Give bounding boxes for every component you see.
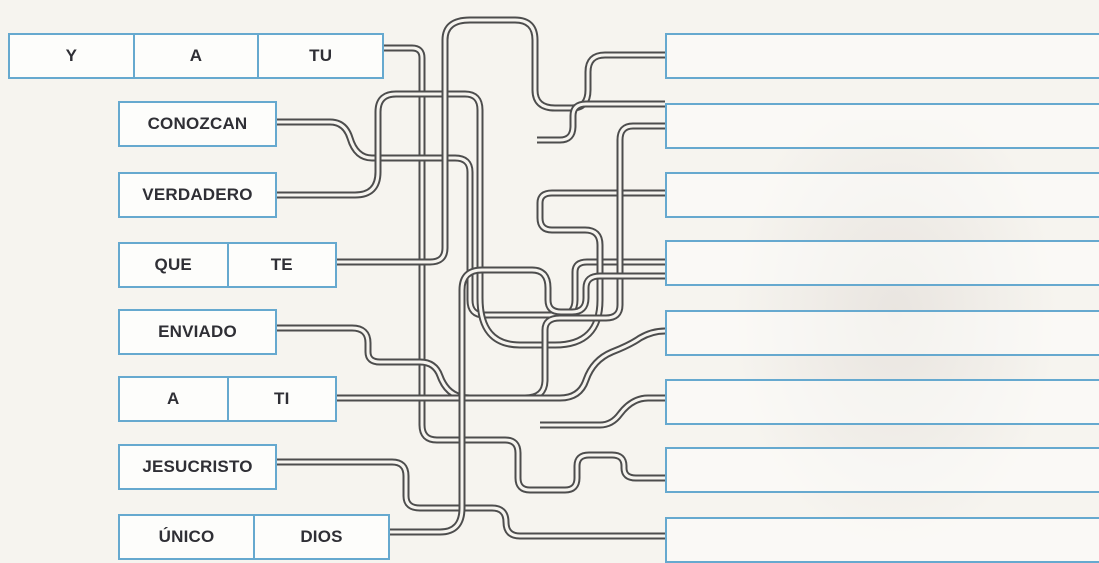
word-cell: VERDADERO [120, 174, 275, 216]
word-box-row-8: ÚNICO DIOS [118, 514, 390, 560]
answer-line-6[interactable] [665, 379, 1099, 425]
word-cell: TU [259, 35, 382, 77]
answer-line-1[interactable] [665, 33, 1099, 79]
word-cell: A [120, 378, 229, 420]
word-box-row-7: JESUCRISTO [118, 444, 277, 490]
word-box-row-4: QUE TE [118, 242, 337, 288]
word-box-row-2: CONOZCAN [118, 101, 277, 147]
answer-line-2[interactable] [665, 103, 1099, 149]
word-cell: Y [10, 35, 135, 77]
word-cell: ENVIADO [120, 311, 275, 353]
answer-line-5[interactable] [665, 310, 1099, 356]
answer-line-7[interactable] [665, 447, 1099, 493]
answer-line-8[interactable] [665, 517, 1099, 563]
word-cell: TE [229, 244, 336, 286]
maze-track-gap [337, 20, 665, 262]
word-cell: JESUCRISTO [120, 446, 275, 488]
maze-track-outline [540, 398, 665, 425]
maze-track-gap [540, 398, 665, 425]
word-cell: QUE [120, 244, 229, 286]
answer-line-4[interactable] [665, 240, 1099, 286]
answer-line-3[interactable] [665, 172, 1099, 218]
word-box-row-5: ENVIADO [118, 309, 277, 355]
word-cell: DIOS [255, 516, 388, 558]
word-cell: CONOZCAN [120, 103, 275, 145]
word-box-row-1: Y A TU [8, 33, 384, 79]
word-cell: A [135, 35, 260, 77]
word-cell: ÚNICO [120, 516, 255, 558]
word-box-row-6: A TI [118, 376, 337, 422]
word-box-row-3: VERDADERO [118, 172, 277, 218]
word-cell: TI [229, 378, 336, 420]
